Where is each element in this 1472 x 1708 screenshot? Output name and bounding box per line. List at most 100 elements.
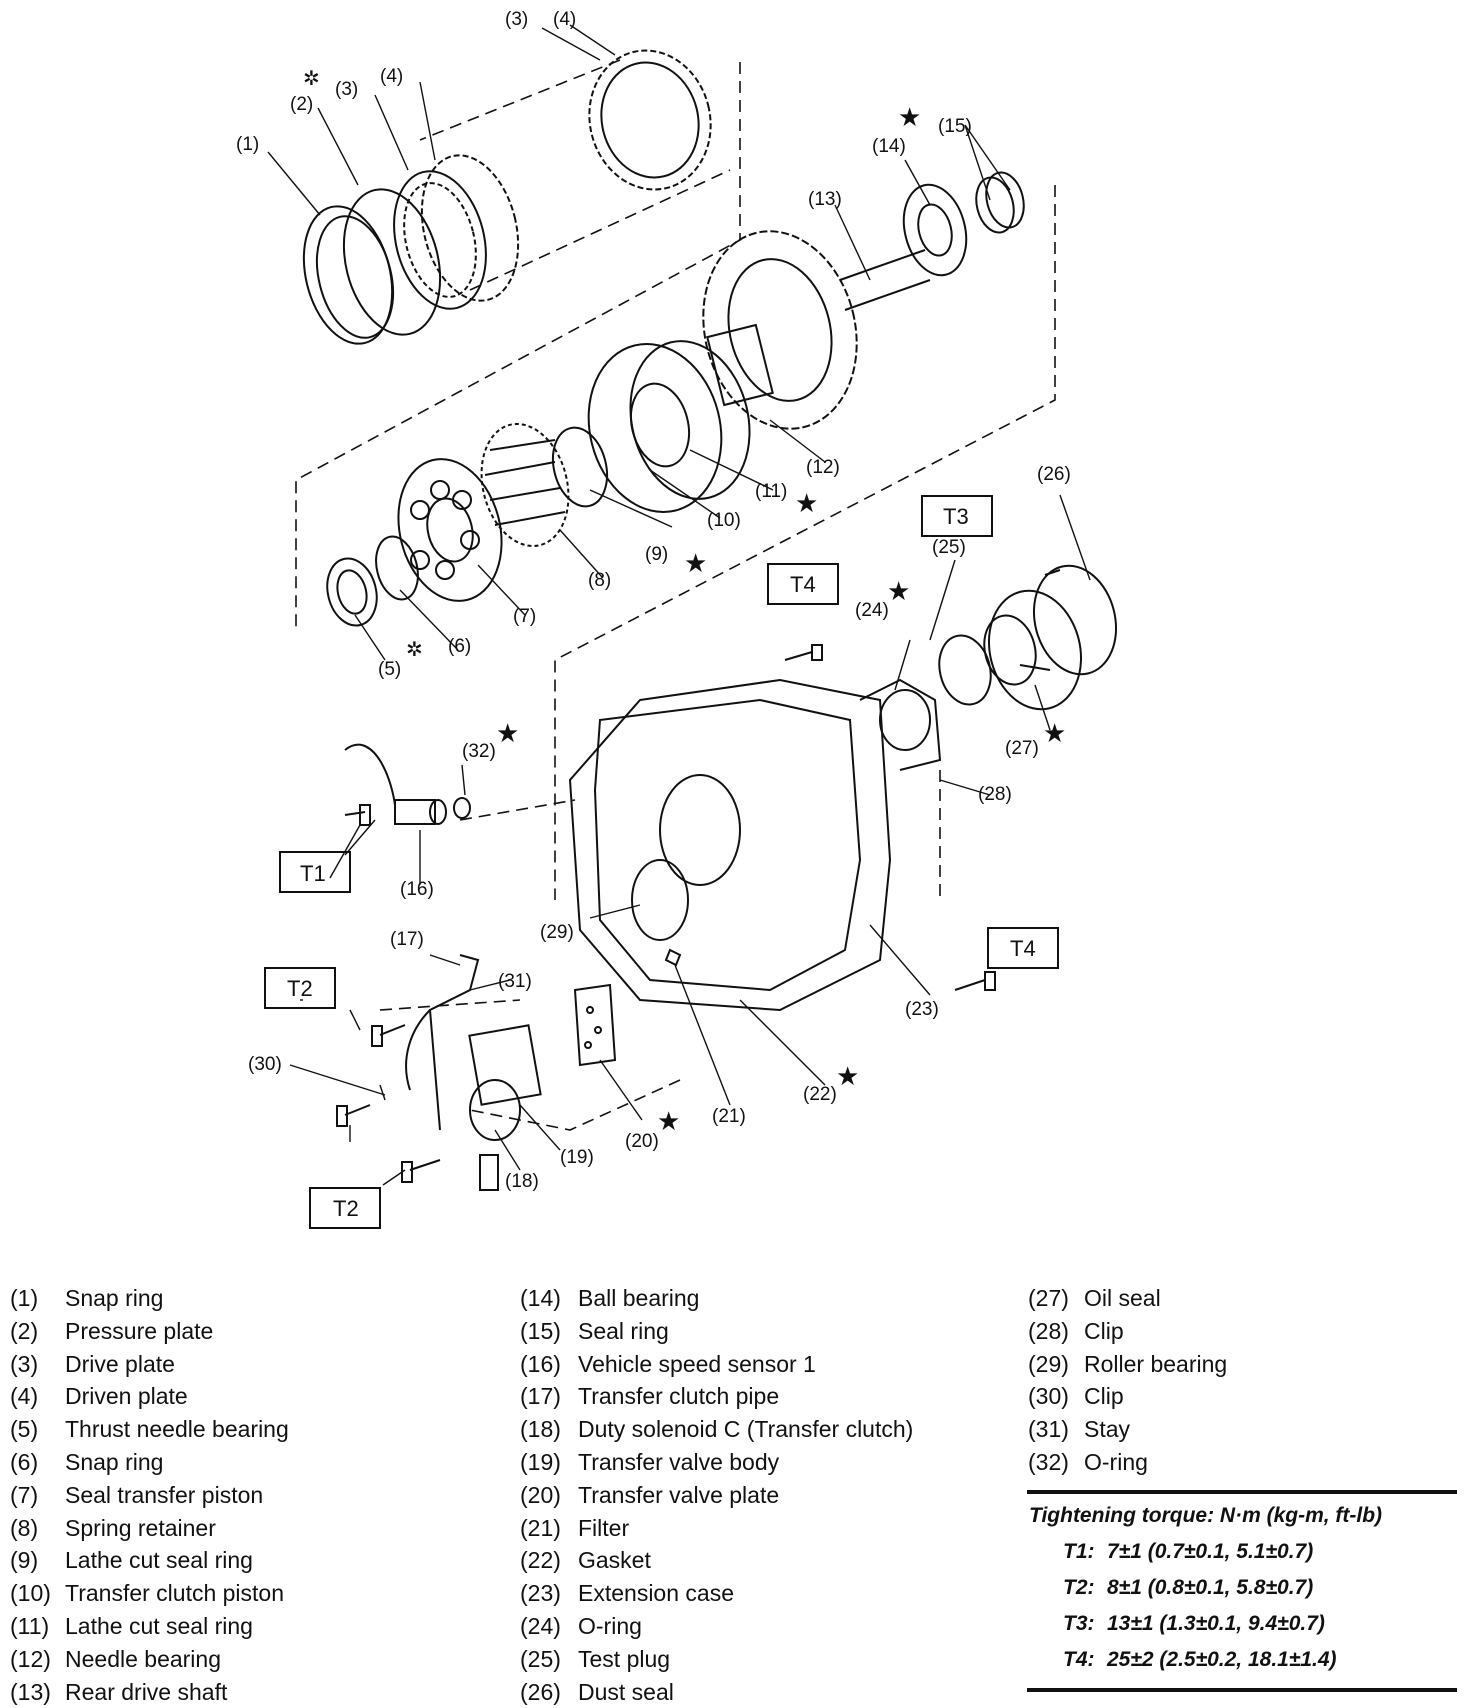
callout-14: (14) (872, 136, 906, 157)
callout-19: (19) (560, 1147, 594, 1168)
callout-6: (6) (448, 636, 471, 657)
legend-item: (22)Gasket (520, 1547, 651, 1574)
legend-item: (5)Thrust needle bearing (10, 1416, 289, 1443)
legend-item: (30)Clip (1028, 1383, 1124, 1410)
torque-label-t1: T1 (300, 861, 326, 886)
callout-32: (32) (462, 741, 496, 762)
legend-item: (1)Snap ring (10, 1285, 164, 1311)
callout-31: (31) (498, 971, 532, 992)
legend-item: (21)Filter (520, 1514, 630, 1541)
callout-1: (1) (236, 134, 259, 155)
star-marker-27: ★ (1043, 718, 1066, 748)
leader-lines (267, 24, 1091, 1186)
legend-column-3: (27)Oil seal (28)Clip (29)Roller bearing… (1028, 1282, 1227, 1479)
legend-item: (13)Rear drive shaft (10, 1678, 228, 1705)
callout-22: (22) (803, 1084, 837, 1105)
legend-item: (32)O-ring (1028, 1448, 1148, 1475)
star-marker-22: ★ (836, 1061, 859, 1091)
assembly-guide-lines (295, 59, 1056, 1131)
torque-label-t4-upper: T4 (790, 572, 816, 597)
star-marker-20: ★ (657, 1106, 680, 1136)
exploded-parts-diagram: (1) (2) (3) (4) (3) (4) (5) (6) (7) (8) … (236, 9, 1118, 1229)
callout-26: (26) (1037, 464, 1071, 485)
legend-item: (29)Roller bearing (1028, 1350, 1228, 1377)
legend-item: (12)Needle bearing (10, 1645, 222, 1672)
legend-item: (4)Driven plate (10, 1383, 188, 1410)
callout-7: (7) (513, 606, 536, 627)
callout-5: (5) (378, 659, 401, 680)
callout-4: (4) (380, 66, 403, 87)
star-marker-14: ★ (898, 102, 921, 132)
torque-label-t4-lower: T4 (1010, 936, 1036, 961)
legend-item: (3)Drive plate (10, 1350, 175, 1377)
legend-item: (11)Lathe cut seal ring (10, 1612, 253, 1639)
legend-column-1: (1)Snap ring (2)Pressure plate (3)Drive … (10, 1282, 289, 1708)
callout-8: (8) (588, 570, 611, 591)
legend-item: (27)Oil seal (1028, 1285, 1161, 1311)
legend-item: (8)Spring retainer (10, 1514, 216, 1541)
callout-10: (10) (707, 510, 741, 531)
transfer-piston-assembly (326, 340, 751, 627)
star-marker-11: ★ (795, 488, 818, 518)
legend-item: (9)Lathe cut seal ring (10, 1547, 253, 1574)
callout-30: (30) (248, 1054, 282, 1075)
torque-label-t3: T3 (943, 504, 969, 529)
callout-24: (24) (855, 600, 889, 621)
star-marker-32: ★ (496, 718, 519, 748)
legend-item: (17)Transfer clutch pipe (520, 1383, 780, 1410)
legend-item: (10)Transfer clutch piston (10, 1580, 285, 1607)
callout-17: (17) (390, 929, 424, 950)
callout-12: (12) (806, 457, 840, 478)
legend-item: (19)Transfer valve body (520, 1448, 780, 1475)
rear-drive-shaft-assembly (702, 171, 1025, 430)
legend-item: (18)Duty solenoid C (Transfer clutch) (520, 1416, 914, 1443)
legend-item: (14)Ball bearing (520, 1285, 700, 1311)
legend-item: (16)Vehicle speed sensor 1 (520, 1350, 816, 1377)
callout-21: (21) (712, 1106, 746, 1127)
legend-column-2: (14)Ball bearing (15)Seal ring (16)Vehic… (520, 1282, 913, 1708)
callout-27: (27) (1005, 738, 1039, 759)
star-marker-24: ★ (887, 576, 910, 606)
bolts (336, 644, 996, 1183)
legend-item: (28)Clip (1028, 1317, 1124, 1344)
callout-15: (15) (938, 116, 972, 137)
legend-item: (25)Test plug (520, 1645, 671, 1672)
legend-item: (2)Pressure plate (10, 1317, 214, 1344)
callout-16: (16) (400, 879, 434, 900)
torque-row: T2:8±1 (0.8±0.1, 5.8±0.7) (1063, 1576, 1314, 1599)
asterisk-marker-2: ✲ (303, 68, 320, 90)
torque-row: T1:7±1 (0.7±0.1, 5.1±0.7) (1063, 1540, 1314, 1563)
legend-item: (24)O-ring (520, 1612, 642, 1639)
legend-item: (6)Snap ring (10, 1448, 164, 1475)
callout-2: (2) (290, 94, 313, 115)
dust-and-oil-seals (938, 564, 1118, 711)
callout-23: (23) (905, 999, 939, 1020)
legend-item: (15)Seal ring (520, 1317, 669, 1344)
torque-boxes (264, 495, 1059, 1229)
tightening-torque-table: Tightening torque: N·m (kg-m, ft-lb) T1:… (1027, 1490, 1457, 1692)
clutch-pack-plates (302, 49, 712, 345)
callout-18: (18) (505, 1171, 539, 1192)
legend-item: (7)Seal transfer piston (10, 1481, 264, 1508)
torque-label-t2-lower: T2 (333, 1196, 359, 1221)
callout-25: (25) (932, 537, 966, 558)
torque-row: T3:13±1 (1.3±0.1, 9.4±0.7) (1063, 1612, 1325, 1635)
torque-label-t2-upper: T2 (287, 976, 313, 1001)
torque-top-rule (1027, 1490, 1457, 1494)
callout-3-upper: (3) (505, 9, 528, 30)
callout-29: (29) (540, 922, 574, 943)
callout-11: (11) (755, 481, 787, 502)
legend-item: (31)Stay (1028, 1416, 1131, 1443)
callout-28: (28) (978, 784, 1012, 805)
transfer-valve-assembly (405, 948, 682, 1191)
torque-bottom-rule (1027, 1688, 1457, 1692)
asterisk-marker-5: ✲ (406, 639, 423, 661)
legend-item: (26)Dust seal (520, 1678, 674, 1705)
extension-case (568, 678, 942, 1012)
torque-row: T4:25±2 (2.5±0.2, 18.1±1.4) (1063, 1648, 1337, 1671)
vehicle-speed-sensor (344, 743, 471, 825)
legend-item: (20)Transfer valve plate (520, 1481, 780, 1508)
legend-item: (23)Extension case (520, 1580, 734, 1607)
callout-4-upper: (4) (553, 9, 576, 30)
torque-title: Tightening torque: N·m (kg-m, ft-lb) (1029, 1504, 1383, 1527)
